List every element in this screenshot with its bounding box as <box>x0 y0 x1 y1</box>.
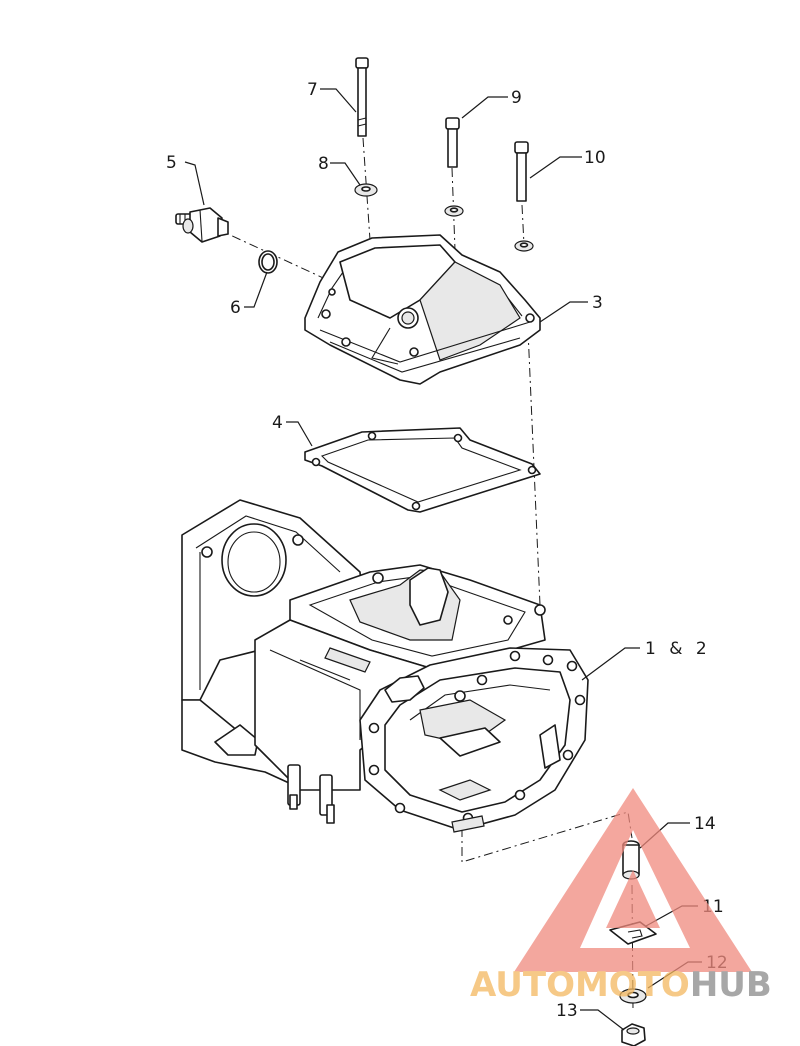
bolt-7 <box>355 57 369 137</box>
callout-10: 10 <box>584 148 606 168</box>
callout-13: 13 <box>556 1001 578 1021</box>
callout-3: 3 <box>592 293 603 313</box>
gasket-4 <box>304 427 541 513</box>
o-ring-6 <box>258 250 278 274</box>
callout-7: 7 <box>307 80 318 100</box>
automotohub-watermark: AUTOMOTOHUB <box>470 788 772 1005</box>
watermark-triangle-logo <box>514 788 752 972</box>
nut-13 <box>621 1023 646 1046</box>
callout-6: 6 <box>230 298 241 318</box>
callout-14: 14 <box>694 814 716 834</box>
sensor-5 <box>175 207 229 243</box>
washer-9 <box>444 205 464 217</box>
callout-8: 8 <box>318 154 329 174</box>
bolt-9 <box>445 117 460 168</box>
main-housing-1-2 <box>181 499 589 833</box>
washer-12 <box>619 988 647 1004</box>
callout-1-2: 1 & 2 <box>645 639 711 659</box>
watermark-text: AUTOMOTOHUB <box>470 965 772 1005</box>
watermark-text-part2: HUB <box>690 965 772 1005</box>
top-cover-3 <box>304 234 541 385</box>
washer-10 <box>514 240 534 252</box>
callout-5: 5 <box>166 153 177 173</box>
callout-labels: 7 9 5 8 10 6 3 4 1 & 2 14 11 12 13 <box>166 80 728 1021</box>
callout-9: 9 <box>511 88 522 108</box>
washer-8 <box>354 183 378 197</box>
watermark-text-part1: AUTOMOTO <box>470 965 690 1005</box>
callout-4: 4 <box>272 413 283 433</box>
bolt-10 <box>514 141 529 202</box>
